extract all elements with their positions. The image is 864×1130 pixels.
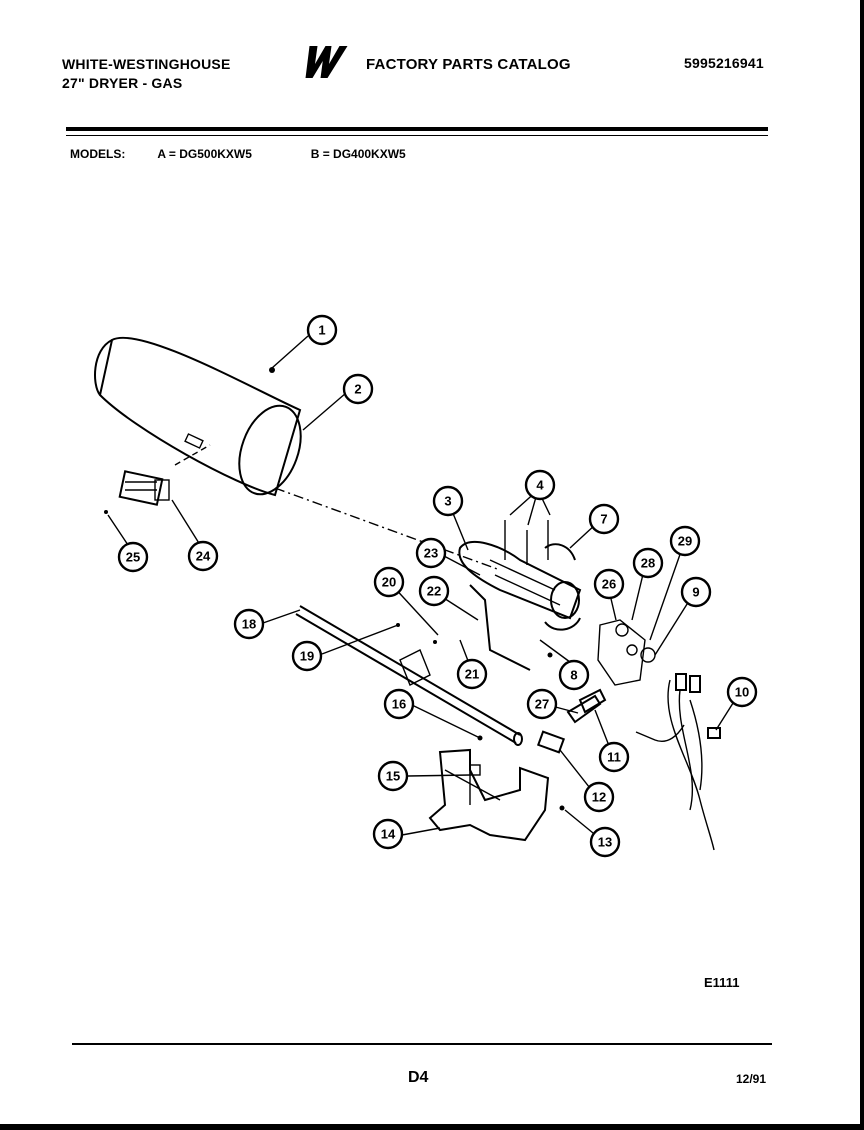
- svg-text:21: 21: [465, 667, 479, 682]
- svg-text:3: 3: [444, 494, 451, 509]
- svg-text:23: 23: [424, 546, 438, 561]
- callout-27: 27: [526, 688, 558, 720]
- svg-text:28: 28: [641, 556, 655, 571]
- callout-4: 4: [524, 469, 556, 501]
- svg-text:2: 2: [354, 382, 361, 397]
- models-line: MODELS: A = DG500KXW5 B = DG400KXW5: [70, 147, 406, 161]
- callout-29: 29: [669, 525, 701, 557]
- igniter-bracket-drawing: [104, 470, 170, 514]
- svg-text:4: 4: [536, 478, 544, 493]
- svg-text:20: 20: [382, 575, 396, 590]
- catalog-number: 5995216941: [684, 55, 764, 71]
- callout-15: 15: [377, 760, 409, 792]
- callout-10: 10: [726, 676, 758, 708]
- manifold-pipe-drawing: [295, 605, 523, 746]
- diagram-code: E1111: [704, 975, 740, 990]
- brand-name: WHITE-WESTINGHOUSE: [62, 56, 231, 72]
- callout-28: 28: [632, 547, 664, 579]
- models-label: MODELS:: [70, 147, 126, 161]
- svg-text:25: 25: [126, 550, 140, 565]
- svg-text:7: 7: [600, 512, 607, 527]
- svg-text:27: 27: [535, 697, 549, 712]
- svg-text:29: 29: [678, 534, 692, 549]
- svg-text:12: 12: [592, 790, 606, 805]
- product-type: 27" DRYER - GAS: [62, 75, 183, 91]
- callout-20: 20: [373, 566, 405, 598]
- revision-date: 12/91: [736, 1072, 767, 1086]
- wiring-harness-drawing: [635, 673, 721, 851]
- svg-text:26: 26: [602, 577, 616, 592]
- svg-text:22: 22: [427, 584, 441, 599]
- svg-text:8: 8: [570, 668, 577, 683]
- fitting-drawing: [536, 730, 566, 754]
- callout-11: 11: [598, 741, 630, 773]
- callout-1: 1: [306, 314, 338, 346]
- svg-text:13: 13: [598, 835, 612, 850]
- svg-text:1: 1: [318, 323, 325, 338]
- callout-18: 18: [233, 608, 265, 640]
- footer-rule: [72, 1043, 772, 1045]
- callout-2: 2: [342, 373, 374, 405]
- wci-logo: [305, 46, 348, 78]
- model-a: A = DG500KXW5: [157, 147, 252, 161]
- model-b: B = DG400KXW5: [310, 147, 406, 161]
- header-rule: [66, 127, 768, 131]
- callout-14: 14: [372, 818, 404, 850]
- svg-text:11: 11: [607, 750, 621, 765]
- callout-8: 8: [558, 659, 590, 691]
- callout-26: 26: [593, 568, 625, 600]
- burner-tube-drawing: [94, 336, 302, 497]
- callout-19: 19: [291, 640, 323, 672]
- callout-13: 13: [589, 826, 621, 858]
- svg-text:19: 19: [300, 649, 314, 664]
- catalog-title: FACTORY PARTS CATALOG: [366, 56, 571, 73]
- callout-25: 25: [117, 541, 149, 573]
- svg-text:9: 9: [692, 585, 699, 600]
- callout-22: 22: [418, 575, 450, 607]
- svg-text:24: 24: [196, 549, 211, 564]
- svg-text:16: 16: [392, 697, 406, 712]
- svg-text:10: 10: [735, 685, 749, 700]
- page-number: D4: [408, 1069, 429, 1086]
- orifice-tube-drawing: [566, 688, 607, 724]
- svg-text:15: 15: [386, 769, 400, 784]
- callout-23: 23: [415, 537, 447, 569]
- callout-3: 3: [432, 485, 464, 517]
- gas-valve-drawing: [458, 520, 656, 686]
- callout-7: 7: [588, 503, 620, 535]
- callout-21: 21: [456, 658, 488, 690]
- callout-24: 24: [187, 540, 219, 572]
- callout-16: 16: [383, 688, 415, 720]
- mounting-bracket-drawing: [428, 748, 550, 842]
- svg-text:14: 14: [381, 827, 396, 842]
- header-rule-thin: [66, 135, 768, 136]
- callout-12: 12: [583, 781, 615, 813]
- svg-text:18: 18: [242, 617, 256, 632]
- callout-9: 9: [680, 576, 712, 608]
